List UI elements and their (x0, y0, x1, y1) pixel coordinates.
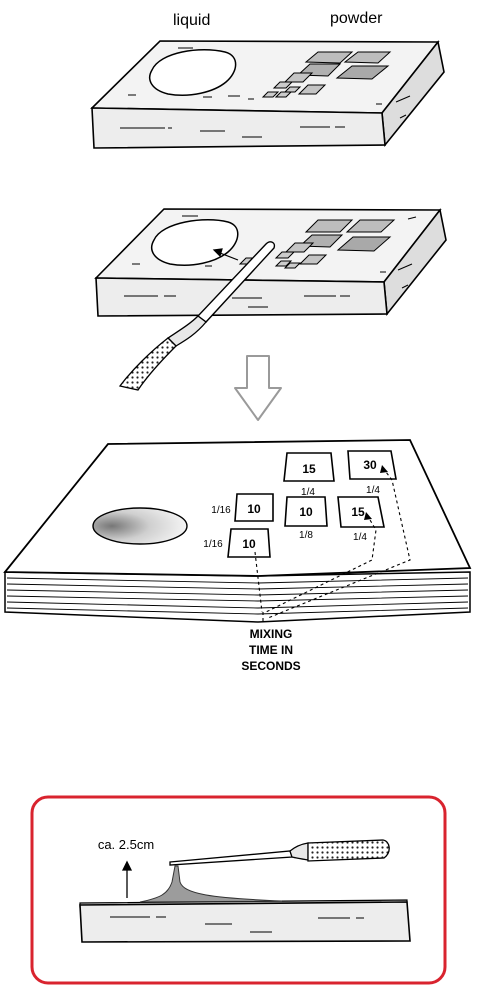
timing-leader-lines (254, 467, 411, 622)
portion-value: 10 (242, 537, 256, 551)
portion-fraction: 1/4 (353, 532, 367, 543)
portion-square: 10 1/16 (203, 528, 271, 558)
portion-value: 15 (351, 505, 365, 519)
height-label: ca. 2.5cm (98, 837, 154, 852)
powder-portions (261, 51, 392, 98)
portion-square: 10 1/8 (284, 496, 328, 541)
step2-mixing-slab (94, 208, 447, 391)
highlight-frame (30, 795, 447, 985)
slab-surface-marks (120, 47, 411, 138)
portion-value: 10 (247, 502, 261, 516)
step1-mixing-slab: liquid powder (90, 10, 445, 149)
down-arrow (234, 355, 282, 421)
step3-portioning-pad: 15 1/4 30 1/4 10 1/16 10 1/8 15 1/4 10 1… (3, 439, 472, 673)
step4-string-test: ca. 2.5cm (79, 837, 411, 943)
spatula (169, 839, 390, 866)
portion-square: 15 1/4 (337, 496, 385, 543)
powder-portions (238, 219, 396, 269)
slab-front (79, 901, 411, 943)
portion-square: 10 1/16 (211, 493, 274, 522)
pad-stack-layers (4, 571, 471, 623)
cement-string (139, 865, 283, 903)
slab-front (95, 277, 388, 317)
portion-fraction: 1/4 (301, 487, 315, 498)
mixing-time-caption-line-3: SECONDS (241, 659, 300, 673)
liquid-drop (92, 507, 188, 545)
portion-square: 15 1/4 (283, 452, 335, 498)
mixing-time-caption-line-1: MIXING (250, 627, 293, 641)
spatula (118, 241, 276, 391)
portion-value: 15 (302, 462, 316, 476)
slab-front (91, 107, 386, 149)
liquid-pool (148, 49, 237, 96)
portion-value: 30 (363, 458, 377, 472)
liquid-label: liquid (173, 12, 210, 29)
portion-fraction: 1/16 (211, 505, 231, 516)
portion-value: 10 (299, 505, 313, 519)
height-indicator-arrow (121, 860, 133, 898)
slab-surface-marks (110, 916, 364, 933)
liquid-pool (150, 219, 239, 266)
portion-fraction: 1/16 (203, 539, 223, 550)
slab-surface-marks (124, 215, 417, 308)
portion-fraction: 1/8 (299, 530, 313, 541)
portion-fraction: 1/4 (366, 485, 380, 496)
powder-label: powder (330, 10, 383, 27)
transfer-arrow (212, 248, 239, 261)
leader-arrowheads (364, 465, 388, 520)
mixing-time-caption-line-2: TIME IN (249, 643, 293, 657)
